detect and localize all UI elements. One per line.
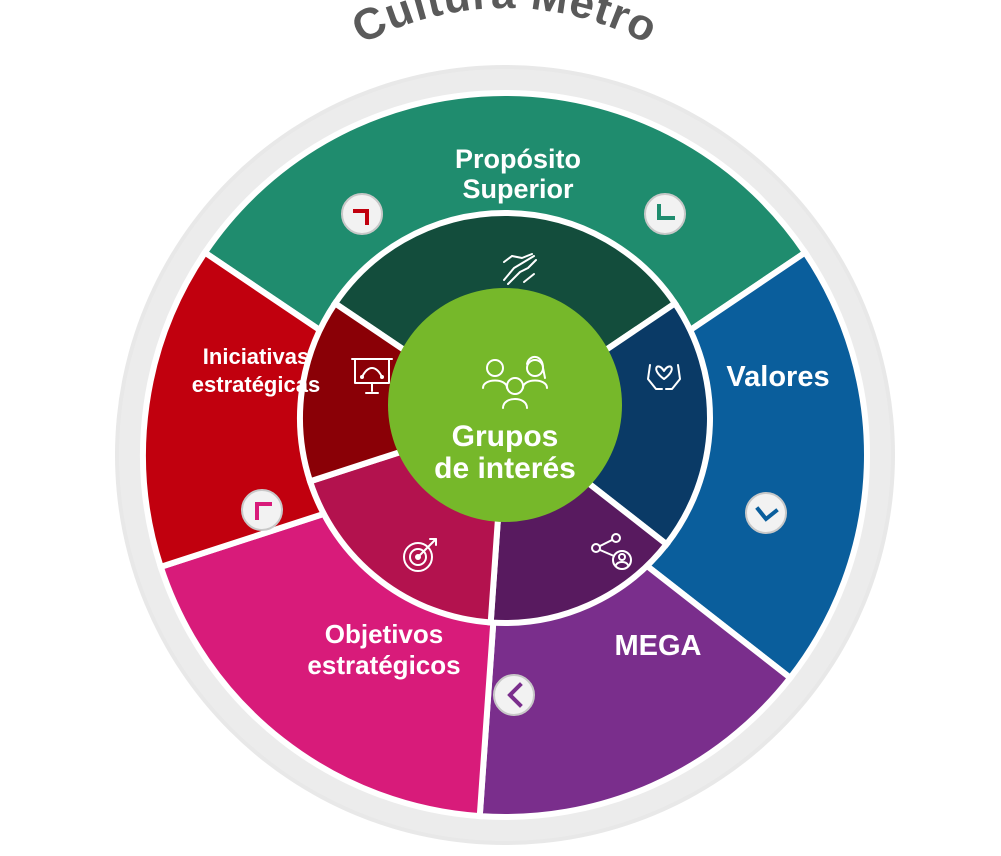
segment-iniciativas: Iniciativas estratégicas	[192, 344, 320, 397]
presentation-board-icon	[351, 358, 393, 394]
segment-proposito: Propósito Superior	[455, 144, 581, 204]
segment-label-objetivos-line1: Objetivos	[325, 619, 443, 649]
segment-label-valores: Valores	[726, 361, 829, 393]
diagram-title: Cultura Metro	[345, 0, 666, 53]
handshake-icon	[503, 253, 537, 285]
segment-label-proposito-line1: Propósito	[455, 144, 581, 174]
stakeholder-group-icon	[482, 356, 548, 409]
segment-label-iniciativas-line1: Iniciativas	[203, 344, 309, 369]
segment-label-mega: MEGA	[615, 630, 702, 662]
target-icon	[403, 538, 437, 572]
chevron-connector-3	[745, 492, 787, 534]
segment-valores: Valores	[726, 361, 829, 393]
segment-label-proposito-line2: Superior	[462, 174, 574, 204]
segment-objetivos: Objetivos estratégicos	[307, 619, 460, 680]
center-label-line2: de interés	[434, 452, 576, 485]
segment-label-objetivos-line2: estratégicos	[307, 650, 460, 680]
segment-label-iniciativas-line2: estratégicas	[192, 372, 320, 397]
segment-mega: MEGA	[615, 630, 702, 662]
chevron-connector-2	[644, 193, 686, 235]
center-label-line1: Grupos	[452, 420, 559, 453]
hands-heart-icon	[647, 364, 681, 390]
chevron-connector-5	[241, 489, 283, 531]
center-stakeholders: Grupos de interés	[388, 288, 622, 522]
chevron-connector-4	[493, 674, 535, 716]
network-user-icon	[591, 533, 632, 570]
chevron-connector-1	[341, 193, 383, 235]
